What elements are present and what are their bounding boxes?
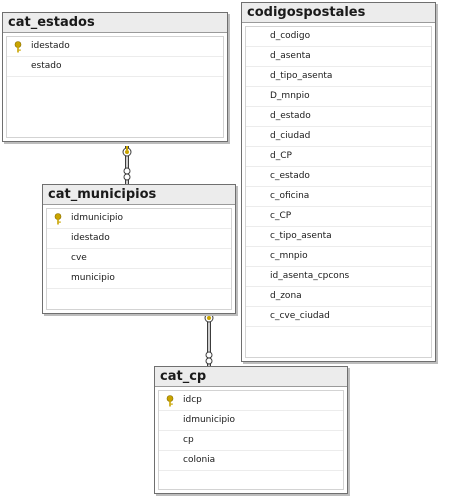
infinity-icon	[123, 167, 131, 181]
table-cat-municipios[interactable]: cat_municipios idmunicipio idestado cve …	[42, 184, 236, 314]
relationship-estados-municipios[interactable]	[118, 140, 138, 186]
key-icon	[122, 146, 132, 157]
column-name: d_estado	[270, 111, 311, 121]
table-title: cat_municipios	[43, 185, 235, 205]
column-name: cve	[71, 253, 87, 263]
infinity-icon	[205, 351, 213, 365]
column-row[interactable]: d_codigo	[246, 27, 431, 47]
column-row[interactable]: d_ciudad	[246, 127, 431, 147]
column-name: id_asenta_cpcons	[270, 271, 350, 281]
column-row[interactable]: c_tipo_asenta	[246, 227, 431, 247]
column-row[interactable]: d_estado	[246, 107, 431, 127]
column-name: cp	[183, 435, 194, 445]
column-row[interactable]: idmunicipio	[159, 411, 343, 431]
key-icon	[14, 41, 22, 53]
column-name: estado	[31, 61, 62, 71]
column-row[interactable]: id_asenta_cpcons	[246, 267, 431, 287]
column-name: d_codigo	[270, 31, 311, 41]
column-name: idestado	[31, 41, 70, 51]
column-name: d_CP	[270, 151, 292, 161]
column-name: d_ciudad	[270, 131, 311, 141]
column-name: idmunicipio	[71, 213, 124, 223]
table-codigospostales[interactable]: codigospostales d_codigo d_asenta d_tipo…	[241, 2, 436, 362]
column-name: d_asenta	[270, 51, 311, 61]
column-row[interactable]: cp	[159, 431, 343, 451]
column-name: d_zona	[270, 291, 302, 301]
column-name: c_CP	[270, 211, 292, 221]
column-row[interactable]: d_zona	[246, 287, 431, 307]
column-row[interactable]: d_asenta	[246, 47, 431, 67]
column-row[interactable]: c_mnpio	[246, 247, 431, 267]
table-cat-cp[interactable]: cat_cp idcp idmunicipio cp colonia	[154, 366, 348, 494]
column-row[interactable]: estado	[7, 57, 223, 77]
column-row[interactable]: colonia	[159, 451, 343, 471]
table-title: cat_estados	[3, 13, 227, 33]
key-icon	[54, 213, 62, 225]
column-name: D_mnpio	[270, 91, 310, 101]
column-name: c_cve_ciudad	[270, 311, 330, 321]
column-name: idcp	[183, 395, 202, 405]
table-title: cat_cp	[155, 367, 347, 387]
table-cat-estados[interactable]: cat_estados idestado estado	[2, 12, 228, 142]
column-row[interactable]: idmunicipio	[47, 209, 231, 229]
column-name: c_mnpio	[270, 251, 308, 261]
column-row[interactable]: c_estado	[246, 167, 431, 187]
column-name: municipio	[71, 273, 115, 283]
table-title: codigospostales	[242, 3, 435, 23]
key-icon	[166, 395, 174, 407]
column-name: idestado	[71, 233, 110, 243]
column-name: d_tipo_asenta	[270, 71, 333, 81]
column-row[interactable]: cve	[47, 249, 231, 269]
column-row[interactable]: D_mnpio	[246, 87, 431, 107]
column-name: c_estado	[270, 171, 310, 181]
column-name: idmunicipio	[183, 415, 236, 425]
key-icon	[204, 312, 214, 323]
column-name: c_tipo_asenta	[270, 231, 332, 241]
relationship-municipios-cp[interactable]	[200, 308, 220, 368]
column-name: colonia	[183, 455, 216, 465]
column-name: c_oficina	[270, 191, 310, 201]
column-row[interactable]: c_CP	[246, 207, 431, 227]
column-row[interactable]: c_oficina	[246, 187, 431, 207]
column-row[interactable]: d_CP	[246, 147, 431, 167]
column-row[interactable]: idestado	[47, 229, 231, 249]
column-row[interactable]: c_cve_ciudad	[246, 307, 431, 327]
column-row[interactable]: municipio	[47, 269, 231, 289]
column-row[interactable]: d_tipo_asenta	[246, 67, 431, 87]
column-row[interactable]: idcp	[159, 391, 343, 411]
column-row[interactable]: idestado	[7, 37, 223, 57]
